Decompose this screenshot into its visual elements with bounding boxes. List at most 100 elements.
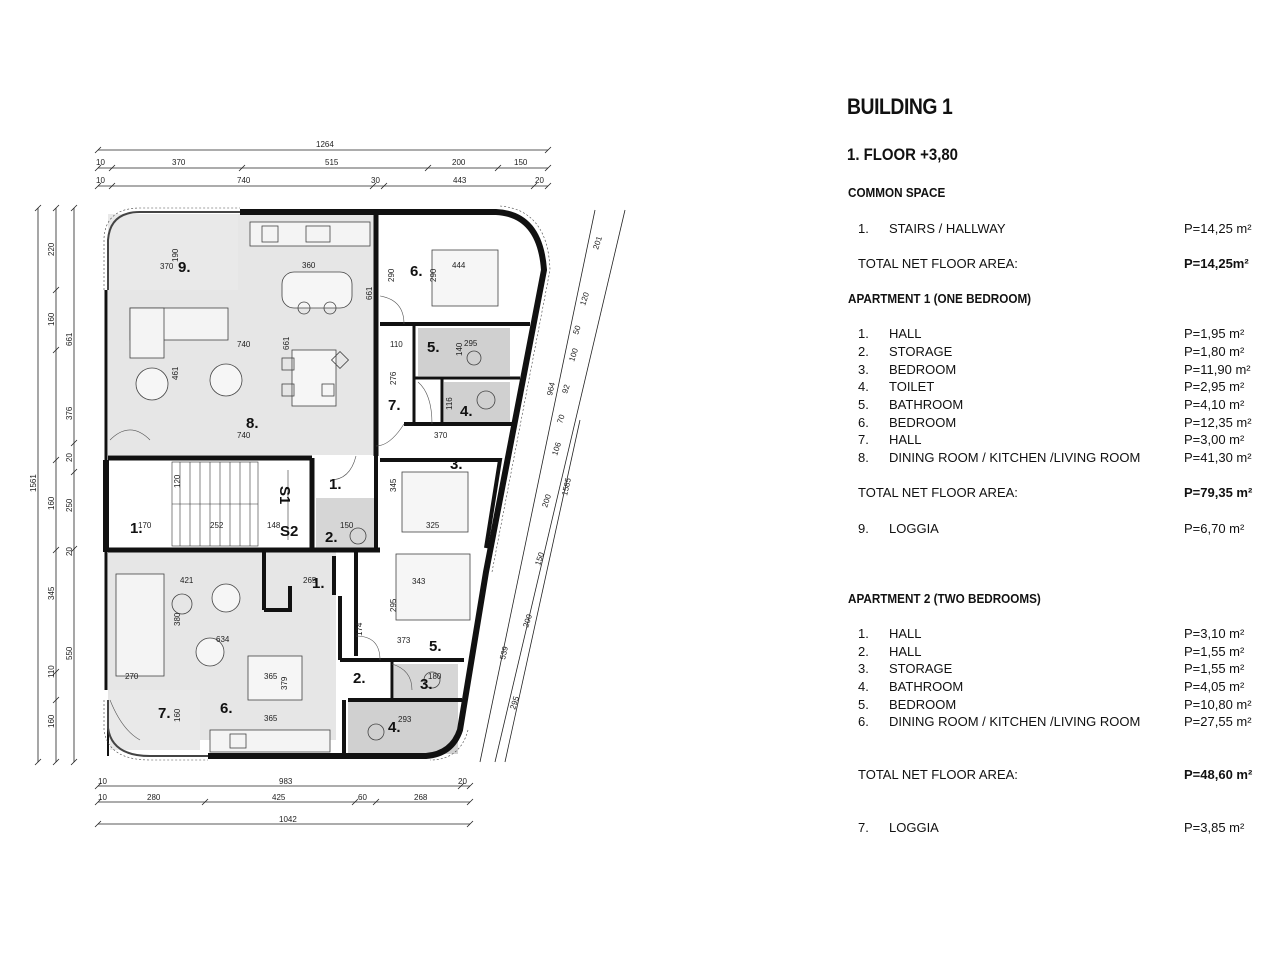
svg-text:295: 295 — [508, 695, 521, 711]
svg-text:140: 140 — [455, 342, 464, 356]
svg-text:106: 106 — [550, 441, 563, 457]
svg-text:295: 295 — [389, 598, 398, 612]
svg-text:1042: 1042 — [279, 815, 297, 824]
stairs-s2-label: S2 — [280, 523, 298, 540]
common-space-title: COMMON SPACE — [848, 185, 946, 200]
svg-text:550: 550 — [65, 646, 74, 660]
svg-text:345: 345 — [47, 586, 56, 600]
svg-text:425: 425 — [272, 793, 286, 802]
a1-room1-label: 1. — [329, 476, 342, 493]
svg-text:380: 380 — [173, 612, 182, 626]
svg-text:20: 20 — [65, 547, 74, 556]
svg-text:150: 150 — [340, 521, 354, 530]
svg-text:170: 170 — [138, 521, 152, 530]
svg-text:370: 370 — [160, 262, 174, 271]
svg-text:461: 461 — [171, 366, 180, 380]
svg-text:10: 10 — [96, 176, 105, 185]
svg-text:964: 964 — [545, 381, 557, 397]
svg-text:190: 190 — [171, 248, 180, 262]
svg-text:252: 252 — [210, 521, 224, 530]
svg-text:30: 30 — [371, 176, 380, 185]
svg-text:1561: 1561 — [29, 474, 38, 492]
svg-text:160: 160 — [47, 312, 56, 326]
svg-text:373: 373 — [397, 636, 411, 645]
floor-plan: 1264 10 370 515 200 150 10 740 30 443 20… — [29, 140, 626, 828]
svg-text:983: 983 — [279, 777, 293, 786]
dimension-lines-top — [37, 149, 626, 825]
svg-text:160: 160 — [47, 496, 56, 510]
svg-text:1264: 1264 — [316, 140, 334, 149]
svg-text:634: 634 — [216, 635, 230, 644]
a2-room1-label: 1. — [312, 575, 325, 592]
a1-room6-label: 6. — [410, 263, 423, 280]
svg-text:200: 200 — [452, 158, 466, 167]
door-swings — [109, 295, 433, 741]
a2-room2-label: 2. — [353, 670, 366, 687]
svg-text:343: 343 — [412, 577, 426, 586]
svg-text:92: 92 — [560, 383, 571, 395]
apartment2-total: TOTAL NET FLOOR AREA: P=48,60 m² — [858, 767, 1253, 782]
a1-room3-label: 3. — [450, 456, 463, 473]
svg-text:120: 120 — [173, 474, 182, 488]
svg-text:150: 150 — [514, 158, 528, 167]
svg-text:100: 100 — [567, 347, 580, 363]
svg-text:379: 379 — [280, 676, 289, 690]
svg-text:370: 370 — [172, 158, 186, 167]
svg-text:370: 370 — [434, 431, 448, 440]
floor-title: 1. FLOOR +3,80 — [847, 145, 959, 164]
a2-room6-label: 6. — [220, 700, 233, 717]
svg-text:280: 280 — [147, 793, 161, 802]
svg-text:276: 276 — [389, 371, 398, 385]
svg-text:174: 174 — [355, 622, 364, 636]
apartment2-title: APARTMENT 2 (TWO BEDROOMS) — [848, 591, 1041, 606]
svg-text:345: 345 — [389, 478, 398, 492]
svg-text:1585: 1585 — [560, 477, 573, 497]
svg-text:740: 740 — [237, 176, 251, 185]
building-title: BUILDING 1 — [847, 94, 953, 119]
common-room1-label: 1. — [130, 520, 143, 537]
svg-text:200: 200 — [521, 613, 534, 629]
svg-text:110: 110 — [47, 665, 56, 678]
a2-room7-label: 7. — [158, 705, 171, 722]
furniture — [115, 221, 499, 753]
svg-text:365: 365 — [264, 672, 278, 681]
svg-text:740: 740 — [237, 431, 251, 440]
a1-room5-label: 5. — [427, 339, 440, 356]
svg-text:116: 116 — [445, 397, 454, 410]
svg-text:740: 740 — [237, 340, 251, 349]
svg-text:661: 661 — [282, 336, 291, 350]
a1-room8-label: 8. — [246, 415, 259, 432]
svg-text:661: 661 — [65, 332, 74, 346]
room-labels: 9. 8. 6. 5. 7. 4. 3. 1. 2. 1. S1 S2 1. 2… — [130, 259, 473, 736]
svg-text:50: 50 — [571, 324, 582, 336]
inner-dimensions: 370 360 444 740 110 295 740 370 325 148 … — [125, 248, 478, 724]
svg-text:290: 290 — [429, 268, 438, 282]
a2-room5-label: 5. — [429, 638, 442, 655]
svg-text:265: 265 — [303, 576, 317, 585]
svg-text:110: 110 — [390, 340, 403, 349]
apartment1-loggia: 9. LOGGIA P=6,70 m² — [858, 521, 1245, 536]
svg-text:180: 180 — [428, 672, 442, 681]
svg-text:268: 268 — [414, 793, 428, 802]
svg-text:376: 376 — [65, 406, 74, 420]
svg-text:20: 20 — [535, 176, 544, 185]
staircase — [171, 461, 289, 547]
apartment2-loggia: 7. LOGGIA P=3,85 m² — [858, 820, 1245, 835]
svg-text:10: 10 — [98, 777, 107, 786]
svg-text:120: 120 — [578, 291, 591, 307]
dimension-texts: 1264 10 370 515 200 150 10 740 30 443 20… — [29, 140, 604, 824]
stairs-s1-label: S1 — [276, 486, 293, 504]
svg-text:360: 360 — [302, 261, 316, 270]
svg-text:201: 201 — [591, 235, 604, 251]
svg-text:661: 661 — [365, 286, 374, 300]
